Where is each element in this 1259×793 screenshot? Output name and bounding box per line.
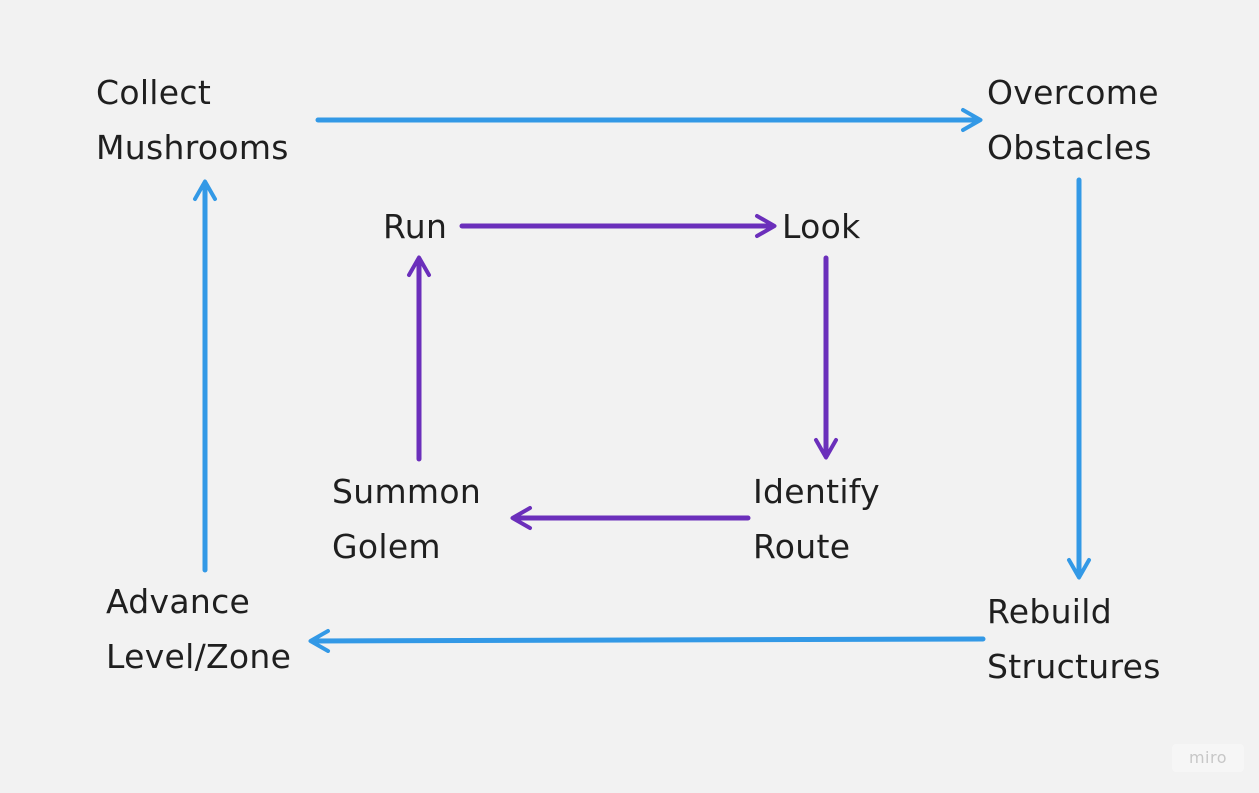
- node-label-line: Advance: [106, 582, 251, 621]
- node-label-line: Route: [753, 527, 851, 566]
- node-label-line: Summon: [332, 472, 482, 511]
- node-label-line: Identify: [753, 472, 880, 511]
- node-label-line: Look: [782, 207, 861, 246]
- node-advance-level-zone: Advance Level/Zone: [106, 574, 291, 684]
- node-look: Look: [782, 199, 861, 254]
- node-label-line: Overcome: [987, 73, 1159, 112]
- node-label-line: Structures: [987, 647, 1161, 686]
- node-label-line: Rebuild: [987, 592, 1112, 631]
- node-run: Run: [383, 199, 447, 254]
- node-overcome-obstacles: Overcome Obstacles: [987, 65, 1159, 175]
- node-label-line: Collect: [96, 73, 212, 112]
- node-collect-mushrooms: Collect Mushrooms: [96, 65, 289, 175]
- node-label-line: Run: [383, 207, 448, 246]
- node-rebuild-structures: Rebuild Structures: [987, 584, 1161, 694]
- miro-watermark: miro: [1172, 744, 1244, 772]
- node-summon-golem: Summon Golem: [332, 464, 481, 574]
- node-label-line: Level/Zone: [106, 637, 292, 676]
- node-label-line: Mushrooms: [96, 128, 289, 167]
- node-label-line: Golem: [332, 527, 441, 566]
- node-label-line: Obstacles: [987, 128, 1152, 167]
- arrow-rebuild-to-advance: [308, 628, 986, 653]
- node-identify-route: Identify Route: [753, 464, 880, 574]
